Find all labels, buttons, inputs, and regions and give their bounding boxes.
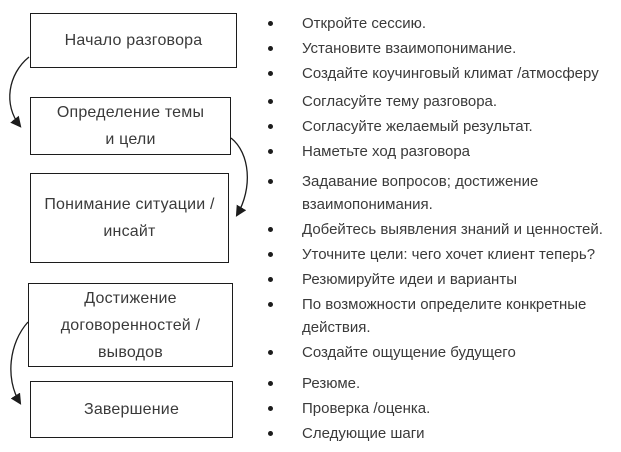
bullet-text: Резюме. <box>302 375 361 392</box>
bullet-text: Добейтесь выявления знаний и ценностей. <box>302 221 603 238</box>
stage-box-label: Начало разговора <box>64 32 203 49</box>
bullet-text: Проверка /оценка. <box>302 400 431 417</box>
bullet-icon <box>268 71 273 76</box>
bullets-agreements: Резюмируйте идеи и варианты По возможнос… <box>266 268 614 364</box>
bullet-text: По возможности определите конкретные дей… <box>302 296 587 336</box>
stage-box-agreements: Достижение договоренностей / выводов <box>28 283 233 367</box>
list-item: Резюме. <box>266 372 614 395</box>
list-item: Уточните цели: чего хочет клиент теперь? <box>266 243 614 266</box>
list-item: Откройте сессию. <box>266 12 614 35</box>
list-item: По возможности определите конкретные дей… <box>266 293 614 339</box>
bullet-text: Задавание вопросов; достижение взаимопон… <box>302 173 539 213</box>
arrow-topic-to-understanding-icon <box>230 137 248 217</box>
bullet-icon <box>268 124 273 129</box>
bullet-icon <box>268 277 273 282</box>
bullets-opening: Откройте сессию. Установите взаимопонима… <box>266 12 614 85</box>
stage-box-understanding: Понимание ситуации / инсайт <box>30 173 229 263</box>
list-item: Резюмируйте идеи и варианты <box>266 268 614 291</box>
list-item: Задавание вопросов; достижение взаимопон… <box>266 170 614 216</box>
bullet-text: Согласуйте желаемый результат. <box>302 118 533 135</box>
bullet-text: Резюмируйте идеи и варианты <box>302 271 517 288</box>
bullet-text: Создайте коучинговый климат /атмосферу <box>302 65 599 82</box>
list-item: Добейтесь выявления знаний и ценностей. <box>266 218 614 241</box>
list-item: Согласуйте тему разговора. <box>266 90 614 113</box>
bullet-icon <box>268 431 273 436</box>
bullet-icon <box>268 21 273 26</box>
bullet-text: Согласуйте тему разговора. <box>302 93 498 110</box>
bullet-text: Следующие шаги <box>302 425 425 442</box>
list-item: Создайте ощущение будущего <box>266 341 614 364</box>
arrow-opening-to-topic-icon <box>9 56 30 128</box>
bullet-icon <box>268 381 273 386</box>
list-item: Следующие шаги <box>266 422 614 445</box>
list-item: Проверка /оценка. <box>266 397 614 420</box>
stage-box-topic-goal: Определение темы и цели <box>30 97 231 155</box>
bullet-text: Откройте сессию. <box>302 15 427 32</box>
bullet-text: Уточните цели: чего хочет клиент теперь? <box>302 246 596 263</box>
list-item: Установите взаимопонимание. <box>266 37 614 60</box>
bullet-text: Создайте ощущение будущего <box>302 344 516 361</box>
stage-box-label: Завершение <box>83 401 180 418</box>
bullet-icon <box>268 99 273 104</box>
bullet-icon <box>268 46 273 51</box>
list-item: Создайте коучинговый климат /атмосферу <box>266 62 614 85</box>
bullet-text: Установите взаимопонимание. <box>302 40 517 57</box>
bullets-closing: Резюме. Проверка /оценка. Следующие шаги <box>266 372 614 445</box>
bullet-icon <box>268 227 273 232</box>
arrow-agreements-to-closing-icon <box>10 321 29 405</box>
bullet-icon <box>268 179 273 184</box>
bullet-icon <box>268 302 273 307</box>
stage-box-closing: Завершение <box>30 381 233 438</box>
bullet-icon <box>268 406 273 411</box>
bullets-topic-goal: Согласуйте тему разговора. Согласуйте же… <box>266 90 614 163</box>
list-item: Наметьте ход разговора <box>266 140 614 163</box>
stage-box-label: Определение темы и цели <box>56 104 205 148</box>
stage-box-label: Понимание ситуации / инсайт <box>44 196 215 240</box>
bullets-understanding: Задавание вопросов; достижение взаимопон… <box>266 170 614 266</box>
bullet-icon <box>268 350 273 355</box>
bullet-icon <box>268 252 273 257</box>
stage-box-label: Достижение договоренностей / выводов <box>60 289 201 361</box>
bullet-icon <box>268 149 273 154</box>
list-item: Согласуйте желаемый результат. <box>266 115 614 138</box>
bullet-text: Наметьте ход разговора <box>302 143 471 160</box>
stage-box-opening: Начало разговора <box>30 13 237 68</box>
